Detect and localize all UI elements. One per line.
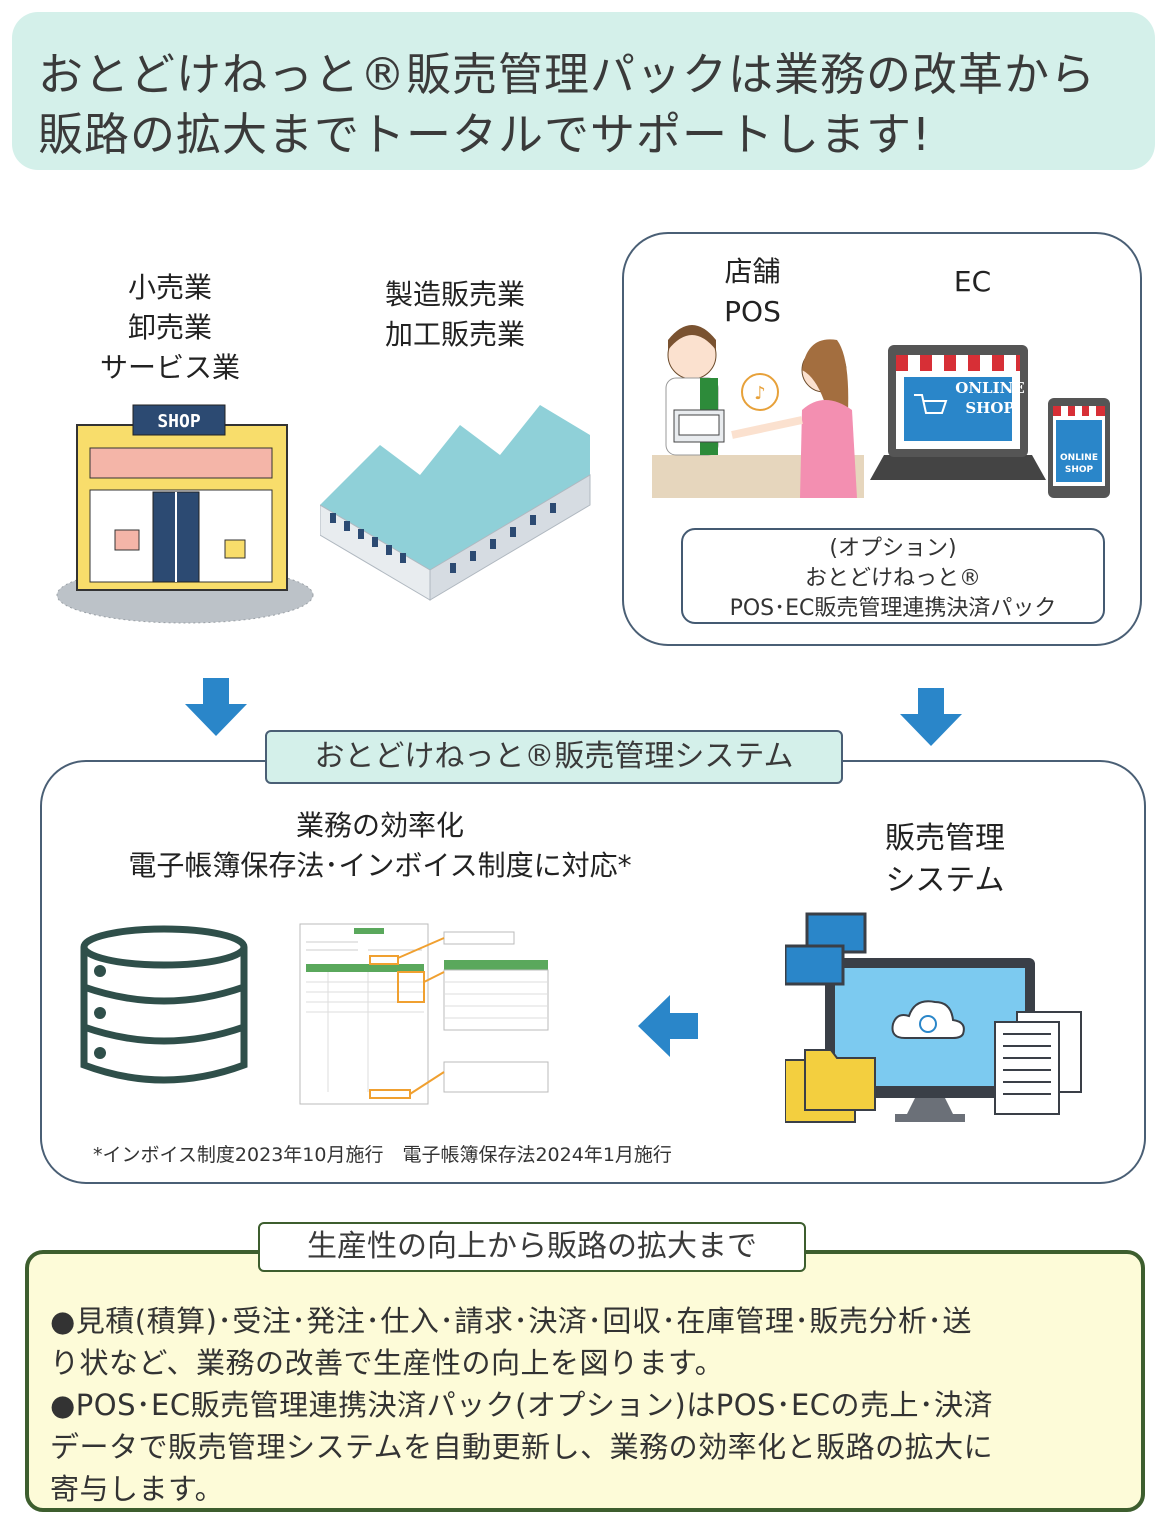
segment-ec: EC bbox=[953, 265, 992, 298]
summary-label: 生産性の向上から販路の拡大まで bbox=[258, 1222, 806, 1272]
summary-line5: 寄与します。 bbox=[50, 1472, 225, 1506]
summary-line2: り状など、業務の改善で生産性の向上を図ります。 bbox=[50, 1346, 725, 1380]
summary-line4: データで販売管理システムを自動更新し、業務の効率化と販路の拡大に bbox=[50, 1430, 994, 1464]
segment-retail: 小売業 卸売業 サービス業 bbox=[70, 268, 270, 388]
option-box: (オプション) おとどけねっと® POS･EC販売管理連携決済パック bbox=[681, 528, 1105, 624]
segment-pos: 店舗 POS bbox=[690, 252, 815, 332]
sales-mgmt-line2: システム bbox=[885, 863, 1005, 898]
summary-line1: ●見積(積算)･受注･発注･仕入･請求･決済･回収･在庫管理･販売分析･送 bbox=[50, 1304, 972, 1338]
sales-mgmt-line1: 販売管理 bbox=[885, 821, 1005, 856]
sales-system-computer-illustration bbox=[785, 912, 1082, 1123]
sales-mgmt-heading: 販売管理 システム bbox=[855, 818, 1035, 902]
option-line3: POS･EC販売管理連携決済パック bbox=[729, 596, 1057, 621]
arrow-down-right-icon bbox=[900, 688, 962, 746]
system-label: おとどけねっと®販売管理システム bbox=[265, 730, 843, 784]
factory-illustration bbox=[320, 405, 591, 601]
tablet-shop-text: SHOP bbox=[1065, 465, 1094, 475]
shop-illustration: SHOP bbox=[56, 404, 314, 624]
segment-manufacturing: 製造販売業 加工販売業 bbox=[355, 275, 555, 355]
arrow-left-icon bbox=[638, 995, 698, 1057]
arrow-down-left-icon bbox=[185, 678, 247, 736]
segment-retail-line2: 卸売業 bbox=[127, 311, 212, 344]
header-banner bbox=[12, 12, 1155, 170]
efficiency-heading: 業務の効率化 電子帳簿保存法･インボイス制度に対応* bbox=[60, 806, 700, 886]
segment-retail-line3: サービス業 bbox=[99, 351, 240, 384]
segment-pos-line2: POS bbox=[724, 295, 781, 328]
summary-line3: ●POS･EC販売管理連携決済パック(オプション)はPOS･ECの売上･決済 bbox=[50, 1388, 994, 1422]
option-line2: おとどけねっと® bbox=[804, 566, 981, 591]
laptop-online-text: ONLINE bbox=[955, 379, 1025, 397]
segment-manufacturing-line1: 製造販売業 bbox=[384, 278, 525, 311]
svg-text:♪: ♪ bbox=[754, 383, 766, 404]
online-shop-tablet-illustration: ONLINE SHOP bbox=[1048, 398, 1110, 498]
tablet-online-text: ONLINE bbox=[1060, 453, 1098, 463]
shop-sign-text: SHOP bbox=[157, 411, 201, 432]
online-shop-laptop-illustration: ONLINE SHOP bbox=[870, 345, 1046, 480]
segment-retail-line1: 小売業 bbox=[127, 271, 212, 304]
option-line1: (オプション) bbox=[829, 536, 957, 561]
pos-register-illustration: ♪ bbox=[652, 325, 864, 498]
laptop-shop-text: SHOP bbox=[965, 399, 1014, 417]
pos-ec-panel bbox=[622, 232, 1142, 646]
summary-panel bbox=[25, 1250, 1145, 1512]
header-title-line2: 販路の拡大までトータルでサポートします! bbox=[38, 108, 932, 161]
footnote: *インボイス制度2023年10月施行 電子帳簿保存法2024年1月施行 bbox=[93, 1144, 672, 1166]
awning bbox=[896, 355, 1020, 371]
segment-manufacturing-line2: 加工販売業 bbox=[384, 318, 525, 351]
header-title-line1: おとどけねっと®販売管理パックは業務の改革から bbox=[38, 48, 1097, 101]
invoice-document-illustration bbox=[299, 923, 549, 1105]
efficiency-line2: 電子帳簿保存法･インボイス制度に対応* bbox=[128, 849, 632, 882]
segment-pos-line1: 店舗 bbox=[724, 255, 781, 288]
database-icon bbox=[80, 925, 248, 1084]
efficiency-line1: 業務の効率化 bbox=[295, 809, 464, 842]
